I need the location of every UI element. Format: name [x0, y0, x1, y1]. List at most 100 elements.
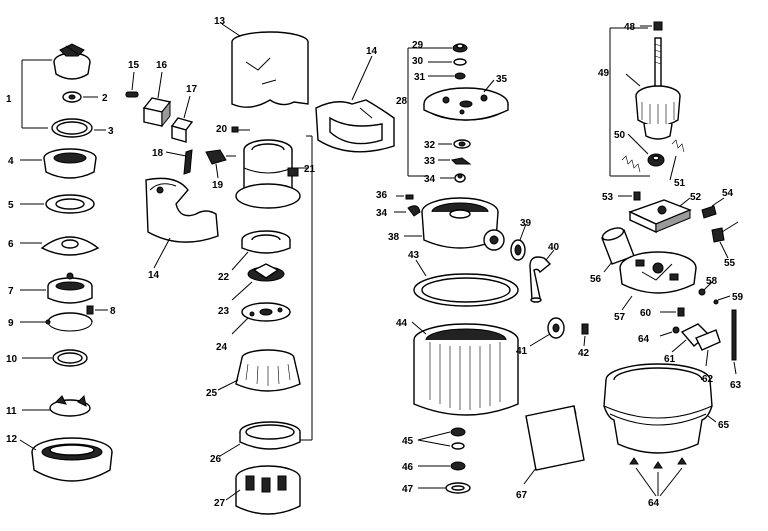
callout-35: 35	[496, 74, 508, 85]
part-25-cover	[235, 349, 301, 392]
callout-2: 2	[102, 93, 108, 104]
callout-25: 25	[206, 388, 218, 399]
callout-31: 31	[414, 72, 426, 83]
callout-45: 45	[402, 436, 414, 447]
callout-14-upper: 14	[366, 46, 378, 57]
part-48-cap-nut	[653, 21, 663, 31]
callout-63: 63	[730, 380, 742, 391]
part-23-impeller	[247, 263, 285, 282]
part-32-washer	[453, 139, 471, 149]
callout-39: 39	[520, 218, 532, 229]
callout-26: 26	[210, 454, 222, 465]
part-9-snap-ring	[45, 312, 93, 332]
part-3-ring	[51, 118, 93, 138]
callout-50: 50	[614, 130, 626, 141]
part-7-mounting-ring	[47, 272, 93, 304]
callout-3: 3	[108, 126, 114, 137]
part-60-bushing	[677, 307, 685, 317]
part-36-screw	[405, 194, 414, 200]
callout-28: 28	[396, 96, 408, 107]
part-51-spring	[621, 139, 685, 173]
part-35-turntable	[423, 87, 509, 121]
callout-40: 40	[548, 242, 560, 253]
callout-65: 65	[718, 420, 730, 431]
part-58-clip	[698, 288, 706, 296]
callout-38: 38	[388, 232, 400, 243]
part-38-grind-chamber	[421, 197, 505, 251]
callout-5: 5	[8, 200, 14, 211]
part-31-washer	[454, 72, 466, 80]
callout-12: 12	[6, 434, 18, 445]
part-2-washer	[62, 91, 82, 103]
callout-16: 16	[156, 60, 168, 71]
part-1-cap-assembly	[53, 43, 91, 80]
part-56-capacitor	[601, 227, 635, 265]
part-21-motor-hub	[235, 139, 301, 209]
part-34a-nut	[454, 173, 466, 183]
callout-55: 55	[724, 258, 736, 269]
part-8-screw	[86, 305, 94, 315]
part-62-bracket	[695, 329, 721, 351]
part-29-nut	[452, 43, 468, 53]
callout-34-upper: 34	[424, 174, 436, 185]
callout-60: 60	[640, 308, 652, 319]
part-19-terminal	[205, 149, 236, 165]
callout-47: 47	[402, 484, 414, 495]
callout-labels: 1 2 3 4 5 6 7 8 9 10 11 12 13 14 14 15 1…	[6, 16, 744, 509]
part-14b-shield	[315, 99, 395, 153]
callout-61: 61	[664, 354, 676, 365]
part-43-gasket-ring	[413, 273, 519, 307]
callout-51: 51	[674, 178, 686, 189]
callout-36: 36	[376, 190, 388, 201]
part-30-washer	[453, 58, 467, 66]
part-59-screw	[713, 299, 719, 305]
callout-33: 33	[424, 156, 436, 167]
part-14a-shield	[145, 177, 219, 243]
part-41-flange	[547, 317, 565, 339]
callout-42: 42	[578, 348, 590, 359]
part-64a-screw	[672, 326, 680, 334]
callout-46: 46	[402, 462, 414, 473]
callout-7: 7	[8, 286, 14, 297]
callout-30: 30	[412, 56, 424, 67]
callout-29: 29	[412, 40, 424, 51]
callout-52: 52	[690, 192, 702, 203]
part-65-lower-housing	[603, 363, 713, 454]
part-4-flange	[43, 148, 97, 179]
callout-1: 1	[6, 94, 12, 105]
callout-17: 17	[186, 84, 198, 95]
part-46-washer	[450, 461, 466, 471]
callout-53: 53	[602, 192, 614, 203]
part-33-key	[450, 157, 472, 165]
callout-8: 8	[110, 306, 116, 317]
callout-67: 67	[516, 490, 528, 501]
callout-10: 10	[6, 354, 18, 365]
part-18-clip	[183, 149, 193, 175]
part-49-rotor-shaft	[635, 37, 681, 140]
callout-11: 11	[6, 406, 17, 417]
part-16-block	[142, 97, 172, 128]
part-63-rod	[731, 309, 737, 361]
callout-4: 4	[8, 156, 14, 167]
callout-18: 18	[152, 148, 164, 159]
callout-41: 41	[516, 346, 528, 357]
part-24-plate	[241, 302, 291, 322]
callout-58: 58	[706, 276, 718, 287]
callout-62: 62	[702, 374, 714, 385]
callout-20: 20	[216, 124, 228, 135]
callout-32: 32	[424, 140, 436, 151]
callout-59: 59	[732, 292, 744, 303]
part-26-ring	[239, 421, 301, 450]
callout-21: 21	[304, 164, 316, 175]
part-40-elbow	[529, 256, 552, 303]
part-10-ring	[52, 349, 88, 367]
callout-13: 13	[214, 16, 226, 27]
part-11-bracket-ring	[49, 394, 91, 417]
part-22-ring	[241, 230, 291, 254]
callout-34-lower: 34	[376, 208, 388, 219]
callout-43: 43	[408, 250, 420, 261]
part-13-sleeve	[231, 31, 309, 108]
part-64-feet	[629, 457, 687, 469]
